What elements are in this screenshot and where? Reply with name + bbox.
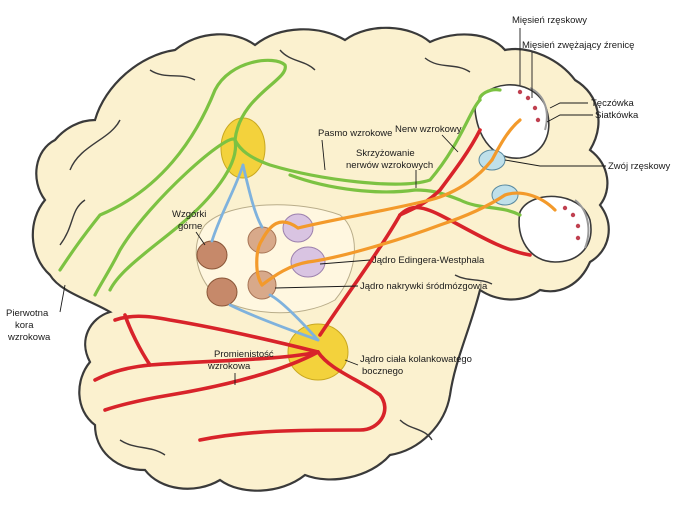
red-pathway — [93, 128, 532, 442]
eye-upper — [474, 84, 550, 159]
label-kora-2: kora — [15, 320, 34, 331]
green-pathway — [58, 58, 522, 297]
label-wzgorki-2: górne — [178, 221, 202, 232]
label-skrzyzowanie-1: Skrzyżowanie — [356, 148, 415, 159]
label-kora-1: Pierwotna — [6, 308, 49, 319]
label-nerw-wzrokowy: Nerw wzrokowy — [395, 124, 462, 135]
label-miesien-rzeskowy: Mięsień rzęskowy — [512, 15, 587, 26]
label-jadro-ciala-2: bocznego — [362, 366, 403, 377]
label-siatkowka: Siatkówka — [595, 110, 639, 121]
label-jadro-edingera: Jądro Edingera-Westphala — [372, 255, 485, 266]
label-jadro-nakrywki: Jądro nakrywki śródmózgowia — [360, 281, 488, 292]
label-promienistosc-2: wzrokowa — [207, 361, 251, 372]
leader-lines — [59, 28, 606, 385]
eye-lower — [518, 195, 592, 263]
label-pasmo-wzrokowe: Pasmo wzrokowe — [318, 128, 392, 139]
label-kora-3: wzrokowa — [7, 332, 51, 343]
label-teczowka: Tęczówka — [591, 98, 634, 109]
label-skrzyzowanie-2: nerwów wzrokowych — [346, 160, 433, 171]
brain-sulci — [59, 49, 493, 456]
label-zwoj-rzeskowy: Zwój rzęskowy — [608, 161, 671, 172]
label-promienistosc-1: Promienistość — [214, 349, 274, 360]
orange-pathway — [255, 118, 557, 287]
label-wzgorki-1: Wzgórki — [172, 209, 206, 220]
superior-colliculus-upper — [196, 240, 228, 270]
blue-pathway — [210, 163, 320, 342]
label-miesien-zwezajacy: Mięsień zwężający źrenicę — [522, 40, 634, 51]
superior-colliculus-lower — [206, 277, 238, 307]
label-jadro-ciala-1: Jądro ciała kolankowatego — [360, 354, 472, 365]
